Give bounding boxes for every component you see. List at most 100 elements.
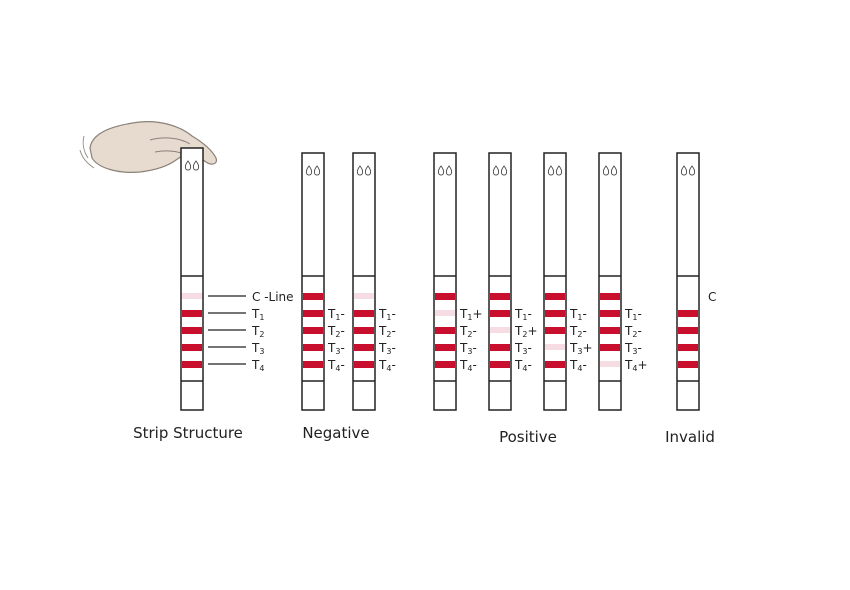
band-red-2 bbox=[354, 327, 374, 334]
band-red-1 bbox=[354, 310, 374, 317]
band-red-3 bbox=[303, 344, 323, 351]
strip-3-label-2: T2+ bbox=[514, 324, 538, 339]
band-red-1 bbox=[490, 310, 510, 317]
band-faint-4 bbox=[600, 361, 620, 367]
strip-body bbox=[676, 152, 700, 411]
strip-1-label-3: T3- bbox=[378, 341, 396, 356]
strip-1-label-4: T4- bbox=[378, 358, 396, 373]
strip-6-label-0: C bbox=[708, 290, 716, 304]
strip-1-label-2: T2- bbox=[378, 324, 396, 339]
band-red-0 bbox=[435, 293, 455, 300]
band-red-1 bbox=[303, 310, 323, 317]
band-red-4 bbox=[435, 361, 455, 368]
strip-body bbox=[180, 147, 204, 411]
drop-icon bbox=[305, 165, 313, 176]
strip-0-label-1: T1- bbox=[327, 307, 345, 322]
band-red-2 bbox=[600, 327, 620, 334]
result-strip-0 bbox=[301, 152, 325, 411]
band-red-3 bbox=[182, 344, 202, 351]
strip-4-label-4: T4- bbox=[569, 358, 587, 373]
drop-icon bbox=[492, 165, 500, 176]
band-red-3 bbox=[600, 344, 620, 351]
band-red-3 bbox=[435, 344, 455, 351]
band-red-0 bbox=[303, 293, 323, 300]
strip-body bbox=[301, 152, 325, 411]
strip-body bbox=[352, 152, 376, 411]
band-red-3 bbox=[678, 344, 698, 351]
band-red-4 bbox=[490, 361, 510, 368]
strip-2-label-1: T1+ bbox=[459, 307, 483, 322]
strip-2-label-4: T4- bbox=[459, 358, 477, 373]
drop-icon bbox=[688, 165, 696, 176]
band-red-2 bbox=[678, 327, 698, 334]
drop-icon bbox=[364, 165, 372, 176]
drop-icon bbox=[313, 165, 321, 176]
strip-2-label-3: T3- bbox=[459, 341, 477, 356]
drop-icon bbox=[356, 165, 364, 176]
band-red-1 bbox=[678, 310, 698, 317]
band-faint-0 bbox=[182, 293, 202, 299]
structure-label-2: T2 bbox=[251, 324, 264, 339]
result-strip-2 bbox=[433, 152, 457, 411]
drop-icon bbox=[192, 160, 200, 171]
strip-body bbox=[543, 152, 567, 411]
strip-5-label-2: T2- bbox=[624, 324, 642, 339]
caption-strip-structure: Strip Structure bbox=[133, 424, 243, 442]
caption-negative: Negative bbox=[302, 424, 370, 442]
structure-strip bbox=[180, 147, 204, 411]
band-red-0 bbox=[600, 293, 620, 300]
strip-4-label-3: T3+ bbox=[569, 341, 593, 356]
result-strip-6 bbox=[676, 152, 700, 411]
band-red-4 bbox=[678, 361, 698, 368]
band-red-2 bbox=[435, 327, 455, 334]
band-red-3 bbox=[490, 344, 510, 351]
band-red-4 bbox=[303, 361, 323, 368]
strip-3-label-3: T3- bbox=[514, 341, 532, 356]
band-faint-1 bbox=[435, 310, 455, 316]
band-red-0 bbox=[490, 293, 510, 300]
strip-body bbox=[598, 152, 622, 411]
caption-positive: Positive bbox=[499, 428, 557, 446]
band-red-4 bbox=[354, 361, 374, 368]
band-red-1 bbox=[182, 310, 202, 317]
drop-icon bbox=[555, 165, 563, 176]
band-red-2 bbox=[545, 327, 565, 334]
strip-0-label-2: T2- bbox=[327, 324, 345, 339]
band-red-2 bbox=[303, 327, 323, 334]
strip-5-label-1: T1- bbox=[624, 307, 642, 322]
band-faint-3 bbox=[545, 344, 565, 350]
band-red-2 bbox=[182, 327, 202, 334]
strip-1-label-1: T1- bbox=[378, 307, 396, 322]
drop-icon bbox=[184, 160, 192, 171]
strip-2-label-2: T2- bbox=[459, 324, 477, 339]
drop-icon bbox=[500, 165, 508, 176]
strip-body bbox=[433, 152, 457, 411]
band-red-1 bbox=[600, 310, 620, 317]
drop-icon bbox=[610, 165, 618, 176]
drop-icon bbox=[602, 165, 610, 176]
caption-invalid: Invalid bbox=[665, 428, 715, 446]
structure-label-4: T4 bbox=[251, 358, 264, 373]
band-red-3 bbox=[354, 344, 374, 351]
strip-4-label-1: T1- bbox=[569, 307, 587, 322]
band-faint-0 bbox=[354, 293, 374, 299]
band-red-4 bbox=[182, 361, 202, 368]
strip-3-label-1: T1- bbox=[514, 307, 532, 322]
drop-icon bbox=[680, 165, 688, 176]
hand-icon bbox=[79, 121, 217, 173]
band-faint-2 bbox=[490, 327, 510, 333]
drop-icon bbox=[547, 165, 555, 176]
drop-icon bbox=[445, 165, 453, 176]
strip-0-label-4: T4- bbox=[327, 358, 345, 373]
result-strip-1 bbox=[352, 152, 376, 411]
drop-icon bbox=[437, 165, 445, 176]
structure-label-0: C -Line bbox=[252, 290, 294, 304]
structure-label-3: T3 bbox=[251, 341, 264, 356]
result-strip-5 bbox=[598, 152, 622, 411]
band-red-1 bbox=[545, 310, 565, 317]
result-strip-4 bbox=[543, 152, 567, 411]
strip-3-label-4: T4- bbox=[514, 358, 532, 373]
strip-0-label-3: T3- bbox=[327, 341, 345, 356]
strip-5-label-4: T4+ bbox=[624, 358, 648, 373]
